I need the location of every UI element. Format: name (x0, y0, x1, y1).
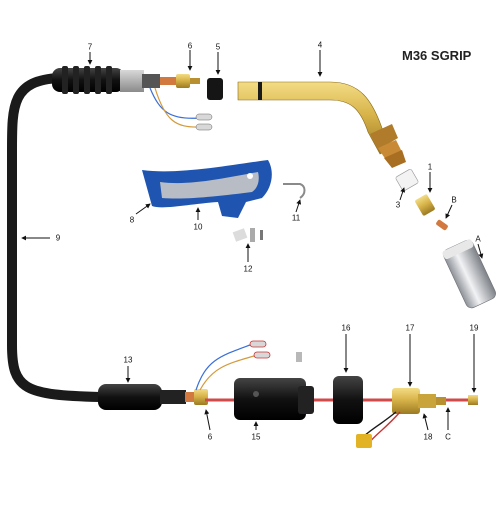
contact-tip-holder (415, 194, 435, 216)
handle-spring-top (52, 66, 160, 94)
model-title: M36 SGRIP (402, 48, 472, 63)
callout-8: 8 (129, 215, 135, 225)
callout-16: 16 (341, 323, 351, 333)
callout-B: B (451, 195, 457, 205)
callout-12: 12 (243, 264, 253, 274)
control-wires-top (149, 87, 213, 131)
callout-A: A (475, 234, 481, 244)
callout-6-top: 6 (187, 41, 193, 51)
rear-spring (98, 384, 186, 410)
callout-13: 13 (123, 355, 133, 365)
o-ring (207, 78, 223, 100)
cable-connector-top (160, 74, 200, 88)
cable-hose (7, 73, 105, 402)
switch-parts (232, 228, 263, 242)
callout-18: 18 (423, 432, 433, 442)
callout-10: 10 (193, 222, 203, 232)
callout-3: 3 (395, 200, 401, 210)
gooseneck (237, 81, 406, 168)
control-lead (356, 411, 401, 448)
callout-11: 11 (291, 213, 301, 223)
callout-5: 5 (215, 42, 221, 52)
callout-19: 19 (469, 323, 479, 333)
cable-connector-bottom (185, 389, 208, 405)
connector-housing (234, 378, 314, 420)
leader-arrows (21, 50, 484, 431)
nut (333, 376, 363, 424)
trigger-spring (283, 183, 306, 199)
insulator (395, 169, 419, 191)
contact-tip (436, 219, 448, 231)
nozzle (442, 239, 496, 309)
liner-nut (468, 395, 478, 405)
euro-connector (392, 388, 446, 414)
callout-4: 4 (317, 40, 323, 50)
control-wires-bottom (195, 340, 271, 391)
handle-shell (142, 160, 272, 218)
callout-C: C (445, 432, 451, 442)
callout-15: 15 (251, 432, 261, 442)
callout-9: 9 (55, 233, 61, 243)
callout-6-bottom: 6 (207, 432, 213, 442)
callout-7: 7 (87, 42, 93, 52)
callout-17: 17 (405, 323, 415, 333)
callout-1: 1 (427, 162, 433, 172)
screw (296, 352, 302, 362)
